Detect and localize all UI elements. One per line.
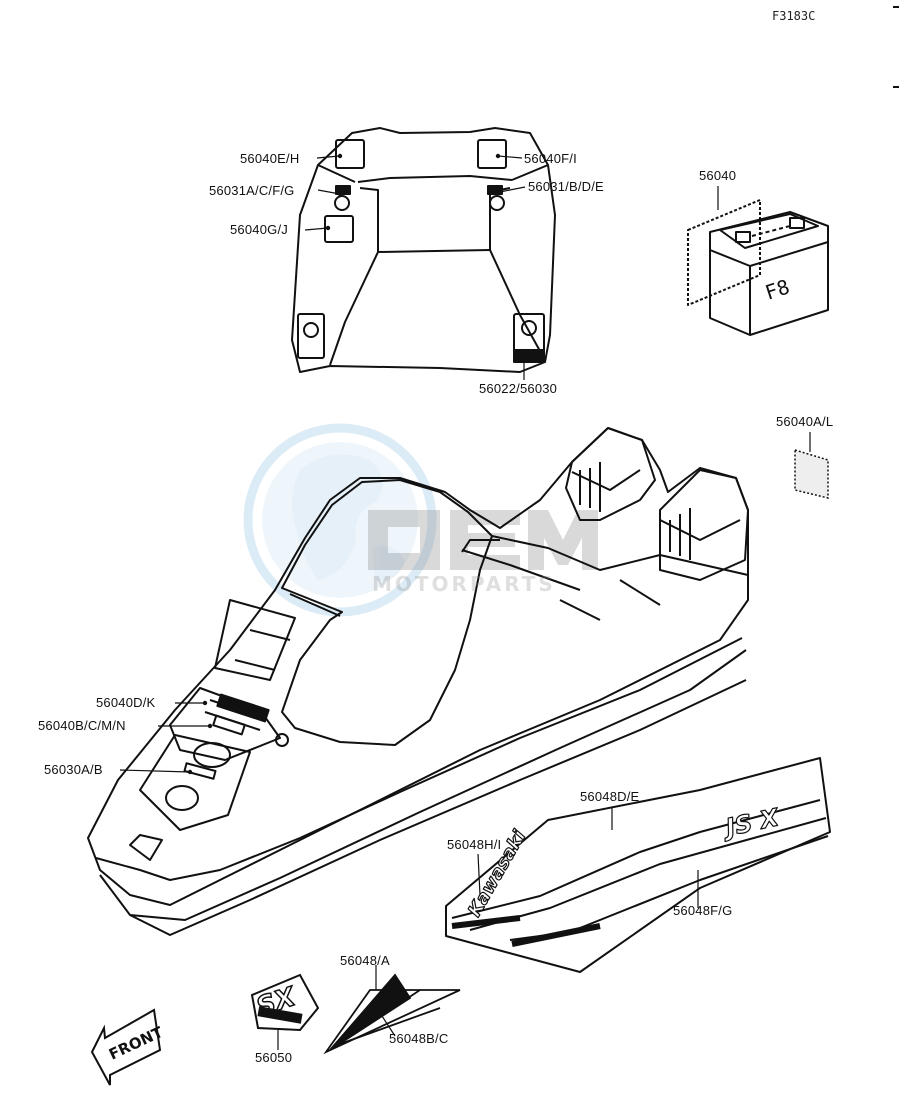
label-56048HI: 56048H/I [447,837,502,852]
label-56040FI: 56040F/I [524,151,577,166]
label-56030AB: 56030A/B [44,762,103,777]
battery-part: F8 [687,199,829,336]
front-arrow-icon: FRONT [90,1008,166,1086]
label-56022-56030: 56022/56030 [479,381,558,396]
jetski-body-part [87,427,749,936]
leader-lines [119,153,811,1050]
label-56040EH: 56040E/H [240,151,300,166]
label-56040AL: 56040A/L [776,414,834,429]
stripe-decal-part [323,973,461,1055]
label-56040BCMN: 56040B/C/M/N [38,718,126,733]
sx-badge-part: SX [250,973,320,1032]
diagram-reference-code: F3183C [772,9,816,23]
label-56031BDE: 56031/B/D/E [528,179,604,194]
label-56040DK: 56040D/K [96,695,156,710]
engine-hood-part [291,127,556,373]
label-56050: 56050 [255,1050,293,1065]
margin-tick [893,86,899,88]
watermark-oem-logo [368,510,598,570]
model-decal-text: JS X [720,803,783,843]
margin-tick [893,6,899,8]
label-56048DE: 56048D/E [580,789,640,804]
watermark-sub-text: MOTORPARTS [372,572,556,596]
label-56040: 56040 [699,168,737,183]
label-56048BC: 56048B/C [389,1031,449,1046]
label-56040GJ: 56040G/J [230,222,288,237]
label-56048FG: 56048F/G [673,903,733,918]
label-56048A: 56048/A [340,953,390,968]
decal-56040AL-part [794,448,829,499]
battery-model-text: F8 [762,274,792,304]
label-56031ACFG: 56031A/C/F/G [209,183,295,198]
